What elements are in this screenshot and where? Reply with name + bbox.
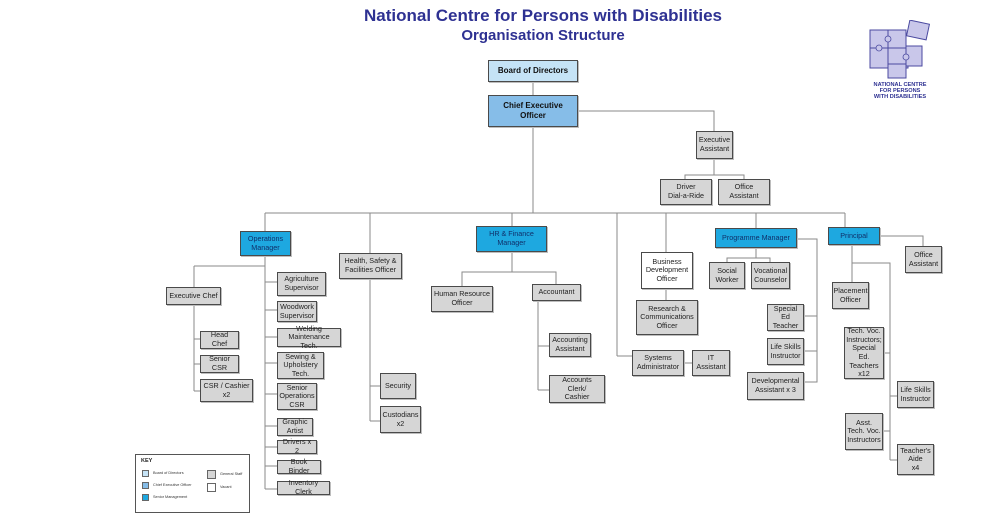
legend-label: General Staff bbox=[220, 472, 243, 476]
node-book-binder[interactable]: Book Binder bbox=[277, 458, 321, 475]
legend-label: Board of Directors bbox=[153, 471, 184, 475]
node-agriculture-supervisor[interactable]: Agriculture Supervisor bbox=[277, 272, 326, 296]
node-social-worker[interactable]: Social Worker bbox=[709, 262, 745, 289]
node-placement-officer[interactable]: Placement Officer bbox=[832, 282, 869, 309]
node-accounting-assistant[interactable]: Accounting Assistant bbox=[549, 333, 591, 357]
node-executive-assistant[interactable]: Executive Assistant bbox=[696, 131, 733, 159]
node-driver-dial-a-ride[interactable]: Driver Dial-a-Ride bbox=[660, 179, 712, 205]
node-csr-cashier[interactable]: CSR / Cashier x2 bbox=[200, 379, 253, 402]
node-health-safety-facilities-officer[interactable]: Health, Safety & Facilities Officer bbox=[339, 253, 402, 279]
node-teachers-aide[interactable]: Teacher's Aide x4 bbox=[897, 444, 934, 475]
node-programme-manager[interactable]: Programme Manager bbox=[715, 228, 797, 248]
legend-label: Chief Executive Officer bbox=[153, 483, 192, 487]
legend-title: KEY bbox=[141, 458, 153, 464]
node-board-of-directors[interactable]: Board of Directors bbox=[488, 60, 578, 82]
node-hr-finance-manager[interactable]: HR & Finance Manager bbox=[476, 226, 547, 252]
node-tech-voc-instructors[interactable]: Tech. Voc. Instructors; Special Ed. Teac… bbox=[844, 326, 884, 379]
page-subtitle: Organisation Structure bbox=[461, 27, 625, 44]
legend-swatch-ceo bbox=[142, 482, 149, 489]
node-office-assistant-ceo[interactable]: Office Assistant bbox=[718, 179, 770, 205]
page-title: National Centre for Persons with Disabil… bbox=[363, 6, 723, 25]
node-operations-manager[interactable]: Operations Manager bbox=[240, 231, 291, 256]
node-accounts-clerk-cashier[interactable]: Accounts Clerk/ Cashier bbox=[549, 375, 605, 403]
node-asst-tech-voc-instructors[interactable]: Asst. Tech. Voc. Instructors bbox=[845, 413, 883, 450]
logo-text-line: FOR PERSONS bbox=[879, 88, 921, 95]
node-woodwork-supervisor[interactable]: Woodwork Supervisor bbox=[277, 301, 317, 322]
node-human-resource-officer[interactable]: Human Resource Officer bbox=[431, 286, 493, 312]
node-systems-administrator[interactable]: Systems Administrator bbox=[632, 350, 684, 376]
legend-swatch-senior-management bbox=[142, 494, 149, 501]
node-vocational-counselor[interactable]: Vocational Counselor bbox=[751, 262, 790, 289]
node-life-skills-instructor-pm[interactable]: Life Skills Instructor bbox=[767, 338, 804, 365]
legend-swatch-vacant bbox=[207, 483, 216, 492]
logo-text-line: WITH DISABILITIES bbox=[873, 94, 927, 101]
legend-key: KEY Board of Directors Chief Executive O… bbox=[135, 454, 250, 513]
node-executive-chef[interactable]: Executive Chef bbox=[166, 287, 221, 305]
legend-swatch-general-staff bbox=[207, 470, 216, 479]
puzzle-pieces-icon bbox=[869, 20, 931, 79]
node-head-chef[interactable]: Head Chef bbox=[200, 331, 239, 349]
node-security[interactable]: Security bbox=[380, 373, 416, 399]
node-research-communications-officer[interactable]: Research & Communications Officer bbox=[636, 300, 698, 335]
node-senior-csr[interactable]: Senior CSR bbox=[200, 355, 239, 373]
node-principal[interactable]: Principal bbox=[828, 227, 880, 245]
node-custodians[interactable]: Custodians x2 bbox=[380, 406, 421, 433]
legend-label: Vacant bbox=[220, 485, 232, 489]
legend-label: Senior Management bbox=[153, 495, 188, 499]
node-senior-operations-csr[interactable]: Senior Operations CSR bbox=[277, 383, 317, 410]
logo-text-line: NATIONAL CENTRE bbox=[873, 82, 927, 88]
node-ceo[interactable]: Chief Executive Officer bbox=[488, 95, 578, 127]
node-business-development-officer[interactable]: Business Development Officer bbox=[641, 252, 693, 289]
node-sewing-upholstery-tech[interactable]: Sewing & Upholstery Tech. bbox=[277, 352, 324, 379]
node-inventory-clerk[interactable]: Inventory Clerk bbox=[277, 479, 330, 496]
node-it-assistant[interactable]: IT Assistant bbox=[692, 350, 730, 376]
node-office-assistant-principal[interactable]: Office Assistant bbox=[905, 246, 942, 273]
node-developmental-assistant[interactable]: Developmental Assistant x 3 bbox=[747, 372, 804, 400]
node-special-ed-teacher[interactable]: Special Ed Teacher bbox=[767, 304, 804, 331]
legend-swatch-board bbox=[142, 470, 149, 477]
node-drivers[interactable]: Drivers x 2 bbox=[277, 438, 317, 455]
node-life-skills-instructor-principal[interactable]: Life Skills Instructor bbox=[897, 381, 934, 408]
node-graphic-artist[interactable]: Graphic Artist bbox=[277, 418, 313, 436]
logo-text: NATIONAL CENTRE FOR PERSONS WITH DISABIL… bbox=[868, 82, 932, 100]
node-accountant[interactable]: Accountant bbox=[532, 284, 581, 301]
node-welding-maintenance-tech[interactable]: Welding Maintenance Tech. bbox=[277, 324, 341, 350]
